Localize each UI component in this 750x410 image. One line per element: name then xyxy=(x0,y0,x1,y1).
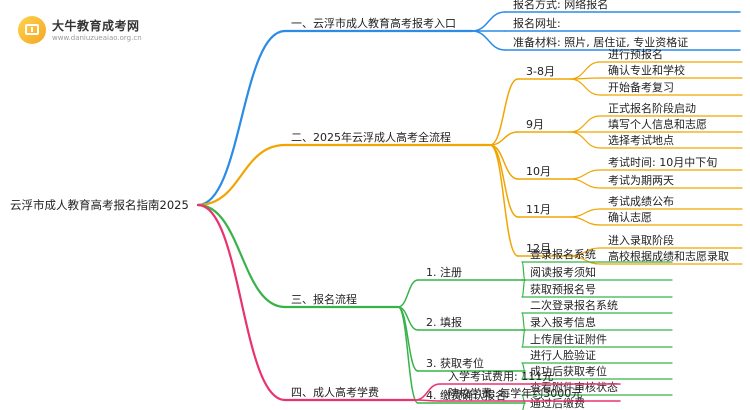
child-label: 1. 注册 xyxy=(426,265,462,279)
child-label: 4. 缴费确认报名 xyxy=(426,388,506,402)
leaf-connector xyxy=(522,402,526,410)
branch-label: 四、成人高考学费 xyxy=(291,385,379,399)
leaf-connector xyxy=(569,61,601,80)
logo-name: 大牛教育成考网 xyxy=(52,19,140,33)
leaf-label: 考试时间: 10月中下旬 xyxy=(608,156,717,169)
child-label: 12月 xyxy=(526,242,551,255)
branch-connector xyxy=(196,29,287,207)
leaf-label: 二次登录报名系统 xyxy=(530,298,618,312)
child-connector xyxy=(489,78,519,146)
leaf-connector xyxy=(569,208,601,218)
leaf-label: 上传居住证附件 xyxy=(530,332,607,346)
leaf-label: 开始备考复习 xyxy=(608,80,674,94)
child-label: 报名方式: 网络报名 xyxy=(513,0,608,11)
leaf-label: 选择考试地点 xyxy=(608,133,674,147)
child-label: 入学考试费用: 111元 xyxy=(448,369,553,383)
leaf-label: 通过后缴费 xyxy=(530,396,585,410)
leaf-connector xyxy=(521,312,526,331)
logo-url: www.daniuzueaiao.org.cn xyxy=(52,34,142,42)
leaf-label: 填写个人信息和志愿 xyxy=(608,117,707,131)
book-icon xyxy=(18,16,46,44)
child-connector xyxy=(397,306,419,404)
child-label: 准备材料: 照片, 居住证, 专业资格证 xyxy=(513,35,688,49)
leaf-label: 确认志愿 xyxy=(608,211,652,224)
child-connector xyxy=(471,30,506,51)
child-label: 报名网址: xyxy=(513,16,561,30)
branch-label: 三、报名流程 xyxy=(291,292,357,306)
leaf-label: 录入报考信息 xyxy=(530,315,596,329)
child-label: 3-8月 xyxy=(526,65,555,78)
child-label: 10月 xyxy=(526,165,551,178)
child-label: 2. 填报 xyxy=(426,315,462,329)
child-connector xyxy=(414,399,441,402)
leaf-label: 正式报名阶段启动 xyxy=(608,101,696,115)
leaf-label: 进入录取阶段 xyxy=(608,233,674,247)
leaf-connector xyxy=(521,279,526,298)
child-connector xyxy=(489,144,519,257)
leaf-connector xyxy=(569,169,601,180)
branch-label: 一、云浮市成人教育高考报考入口 xyxy=(291,16,456,30)
child-label: 9月 xyxy=(526,118,544,131)
leaf-label: 进行人脸验证 xyxy=(530,348,596,362)
branch-connector xyxy=(196,203,287,309)
leaf-label: 进行预报名 xyxy=(608,47,663,61)
branch-label: 二、2025年云浮成人高考全流程 xyxy=(291,130,451,144)
leaf-label: 成功后获取考位 xyxy=(530,364,607,378)
child-connector xyxy=(471,11,506,32)
root-node: 云浮市成人教育高考报名指南2025 xyxy=(10,198,189,212)
leaf-label: 高校根据成绩和志愿录取 xyxy=(608,249,729,263)
leaf-connector xyxy=(569,78,601,96)
child-connector xyxy=(489,131,519,146)
site-logo[interactable]: 大牛教育成考网 www.daniuzueaiao.org.cn xyxy=(18,16,168,46)
branch-connector xyxy=(196,143,287,207)
child-connector xyxy=(397,279,419,308)
child-label: 3. 获取考位 xyxy=(426,356,484,370)
leaf-connector xyxy=(569,216,601,226)
child-label: 院校学费: 每学年约3000元 xyxy=(448,386,582,400)
leaf-connector xyxy=(521,329,526,348)
leaf-connector xyxy=(569,131,601,149)
leaf-connector xyxy=(521,261,526,281)
leaf-connector xyxy=(569,115,601,133)
leaf-label: 确认专业和学校 xyxy=(608,63,685,77)
child-label: 11月 xyxy=(526,203,551,216)
leaf-label: 考试成绩公布 xyxy=(608,195,674,208)
leaf-label: 阅读报考须知 xyxy=(530,265,596,279)
leaf-label: 登录报名系统 xyxy=(530,247,596,261)
branch-connector xyxy=(196,203,287,402)
leaf-connector xyxy=(569,178,601,189)
leaf-connector xyxy=(569,255,601,265)
leaf-label: 获取预报名号 xyxy=(530,282,596,296)
leaf-label: 考试为期两天 xyxy=(608,174,674,187)
